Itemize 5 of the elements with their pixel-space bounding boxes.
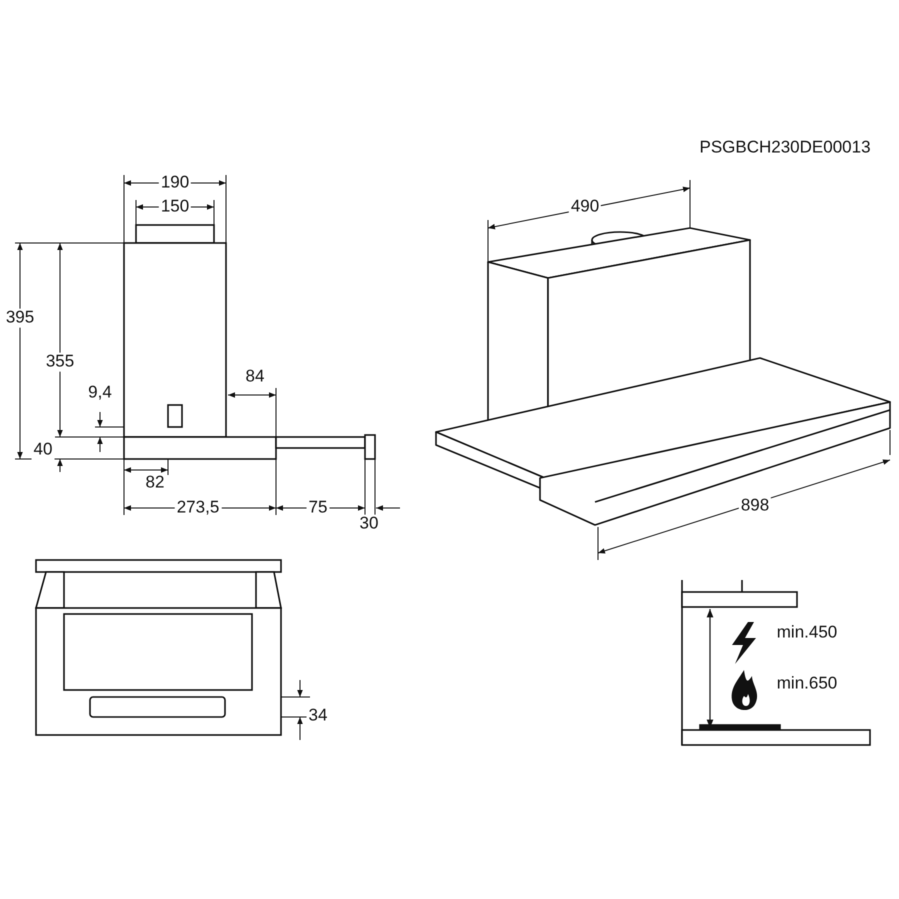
dimension-label: 395	[4, 308, 36, 328]
dimension-label: 355	[44, 352, 76, 372]
dimension-label: 9,4	[86, 384, 114, 402]
dimension-label: 40	[32, 440, 54, 460]
dimension-label: 273,5	[174, 498, 222, 518]
